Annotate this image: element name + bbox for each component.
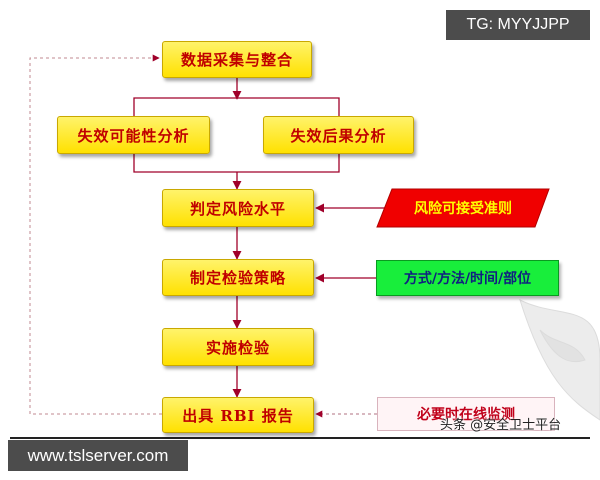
watermark-bottom-left: www.tslserver.com (8, 440, 188, 471)
acceptance-criteria-shape (376, 188, 550, 228)
node-data-collection: 数据采集与整合 (162, 41, 312, 78)
tag-acceptance-criteria: 风险可接受准则 (414, 201, 512, 217)
tag-online-monitoring: 必要时在线监测 (377, 397, 555, 431)
node-rbi-report: 出具 RBI 报告 (162, 397, 314, 433)
node-risk-level: 判定风险水平 (162, 189, 314, 227)
tag-methods: 方式/方法/时间/部位 (376, 260, 559, 296)
branch-bracket-bottom (133, 154, 340, 173)
feedback-loop (29, 54, 162, 415)
watermark-top-right: TG: MYYJJPP (446, 10, 590, 40)
node-implement-inspection: 实施检验 (162, 328, 314, 366)
node-failure-possibility: 失效可能性分析 (57, 116, 210, 154)
node-inspection-strategy: 制定检验策略 (162, 259, 314, 296)
watermark-bottom-right: 头条 @安全卫士平台 (440, 417, 562, 433)
node-failure-consequence: 失效后果分析 (263, 116, 414, 154)
decorative-swirl (519, 299, 600, 421)
branch-bracket-top (133, 97, 340, 116)
